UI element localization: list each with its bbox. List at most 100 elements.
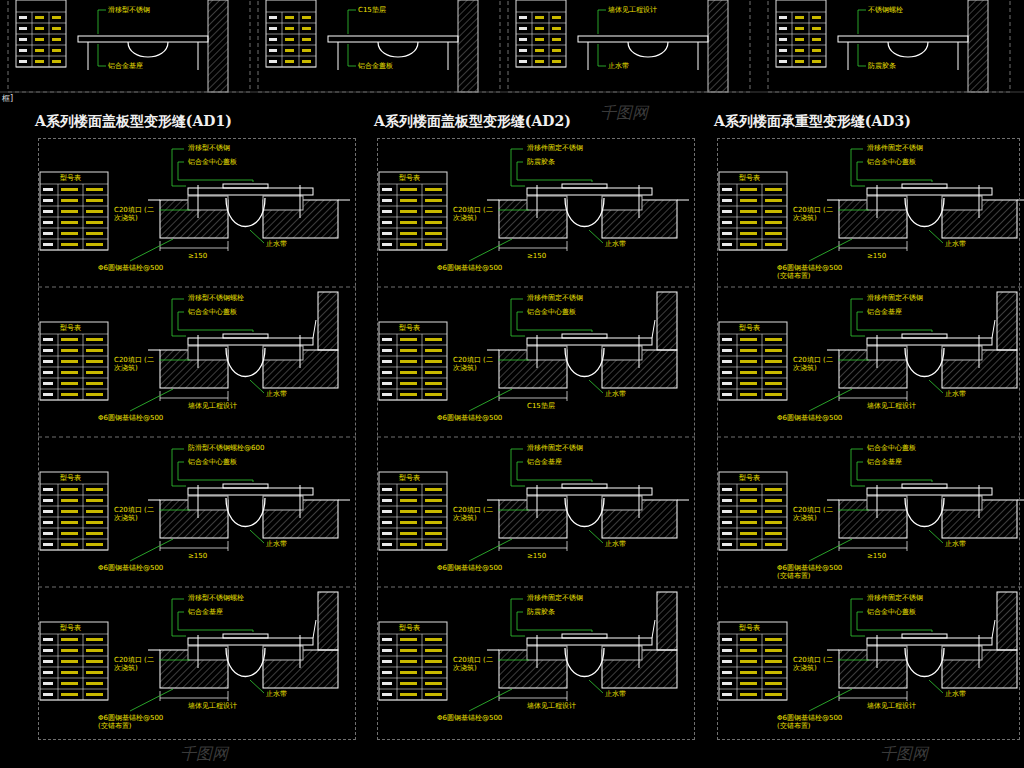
drawn-rect bbox=[35, 27, 44, 30]
drawn-line bbox=[40, 678, 108, 679]
drawn-rect bbox=[740, 338, 757, 341]
drawn-rect bbox=[382, 543, 392, 546]
drawn-rect bbox=[765, 349, 782, 352]
drawn-rect bbox=[223, 634, 268, 638]
drawn-line bbox=[907, 541, 908, 551]
drawn-rect bbox=[188, 488, 313, 495]
drawn-line bbox=[639, 185, 640, 218]
drawn-line bbox=[250, 680, 264, 693]
callout-text: 滑移件固定不锈钢 bbox=[867, 144, 923, 152]
dimension-text: 墙体见工程设计 bbox=[527, 702, 576, 710]
drawn-line bbox=[827, 350, 839, 351]
drawn-line bbox=[979, 485, 980, 518]
drawn-rect bbox=[382, 349, 392, 352]
drawn-line bbox=[40, 378, 108, 379]
watermark: 千图网 bbox=[600, 104, 648, 122]
drawn-rect bbox=[86, 232, 103, 235]
drawn-rect bbox=[562, 184, 607, 188]
drawn-line bbox=[719, 689, 787, 690]
drawn-rect bbox=[400, 338, 417, 341]
drawn-line bbox=[313, 620, 316, 638]
callout-text: 防滑型不锈钢螺栓@600 bbox=[188, 444, 264, 452]
drawn-rect bbox=[722, 243, 732, 246]
drawn-rect bbox=[382, 371, 392, 374]
drawn-rect bbox=[223, 334, 268, 338]
drawn-rect bbox=[382, 360, 392, 363]
drawn-rect bbox=[188, 196, 228, 210]
drawn-rect bbox=[78, 36, 208, 42]
callout-text: 铝合金盖板 bbox=[358, 62, 393, 70]
drawn-line bbox=[719, 700, 787, 701]
callout-text: 滑移件固定不锈钢 bbox=[527, 294, 583, 302]
drawn-rect bbox=[722, 221, 732, 224]
panel-title: A系列楼面盖板型变形缝(AD2) bbox=[374, 113, 571, 131]
drawn-rect bbox=[942, 196, 982, 210]
drawn-rect bbox=[535, 38, 544, 41]
drawn-line bbox=[762, 484, 763, 550]
drawn-rect bbox=[86, 349, 103, 352]
drawn-line bbox=[469, 389, 512, 411]
drawn-rect bbox=[86, 338, 103, 341]
drawn-rect bbox=[740, 671, 757, 674]
drawn-rect bbox=[43, 221, 53, 224]
drawn-line bbox=[719, 378, 787, 379]
drawn-rect bbox=[527, 346, 567, 360]
callout-text: 止水带 bbox=[945, 690, 966, 698]
callout-text: 防震胶条 bbox=[527, 158, 555, 166]
drawn-line bbox=[639, 485, 640, 518]
drawn-rect bbox=[765, 638, 782, 641]
drawn-rect bbox=[812, 60, 821, 63]
drawn-line bbox=[338, 200, 350, 201]
drawn-line bbox=[719, 195, 787, 196]
drawn-rect bbox=[19, 38, 27, 41]
drawn-line bbox=[266, 34, 316, 35]
drawn-rect bbox=[61, 199, 78, 202]
drawn-rect bbox=[43, 543, 53, 546]
table-title: 型号表 bbox=[739, 174, 760, 182]
drawn-rect bbox=[942, 346, 982, 360]
drawn-line bbox=[877, 635, 878, 668]
drawn-rect bbox=[867, 488, 992, 495]
callout-text: 止水带 bbox=[266, 690, 287, 698]
drawn-rect bbox=[425, 682, 442, 685]
drawn-rect bbox=[535, 27, 544, 30]
drawn-line bbox=[250, 530, 264, 543]
drawn-line bbox=[422, 184, 423, 250]
drawn-line bbox=[839, 548, 907, 549]
drawn-rect bbox=[400, 349, 417, 352]
drawn-rect bbox=[263, 646, 303, 660]
callout-text: Φ6圆钢基锚栓@500 bbox=[98, 564, 164, 572]
drawn-line bbox=[16, 56, 66, 57]
drawn-rect bbox=[779, 38, 787, 41]
drawn-rect bbox=[458, 0, 478, 92]
drawn-line bbox=[16, 34, 66, 35]
drawn-rect bbox=[86, 682, 103, 685]
drawn-rect bbox=[263, 196, 303, 210]
drawn-rect bbox=[740, 371, 757, 374]
drawn-line bbox=[83, 634, 84, 700]
drawn-line bbox=[379, 517, 447, 518]
drawn-rect bbox=[425, 221, 442, 224]
drawn-rect bbox=[86, 210, 103, 213]
drawn-line bbox=[299, 12, 300, 67]
drawn-rect bbox=[285, 38, 294, 41]
drawn-line bbox=[487, 200, 499, 201]
drawn-line bbox=[719, 539, 787, 540]
callout-text: Φ6圆钢基锚栓@500 (交错布置) bbox=[777, 714, 843, 730]
drawn-line bbox=[499, 698, 567, 699]
drawn-rect bbox=[43, 371, 53, 374]
drawn-line bbox=[38, 437, 356, 438]
drawn-rect bbox=[43, 210, 53, 213]
dimension-text: 墙体见工程设计 bbox=[867, 702, 916, 710]
drawn-rect bbox=[722, 521, 732, 524]
drawn-line bbox=[228, 691, 229, 701]
drawn-rect bbox=[527, 338, 652, 345]
drawn-line bbox=[589, 530, 603, 543]
drawn-rect bbox=[867, 638, 992, 645]
drawn-rect bbox=[740, 360, 757, 363]
drawn-line bbox=[348, 44, 356, 66]
drawn-line bbox=[148, 500, 160, 501]
drawn-rect bbox=[43, 693, 53, 696]
drawn-line bbox=[776, 23, 826, 24]
drawn-rect bbox=[86, 638, 103, 641]
